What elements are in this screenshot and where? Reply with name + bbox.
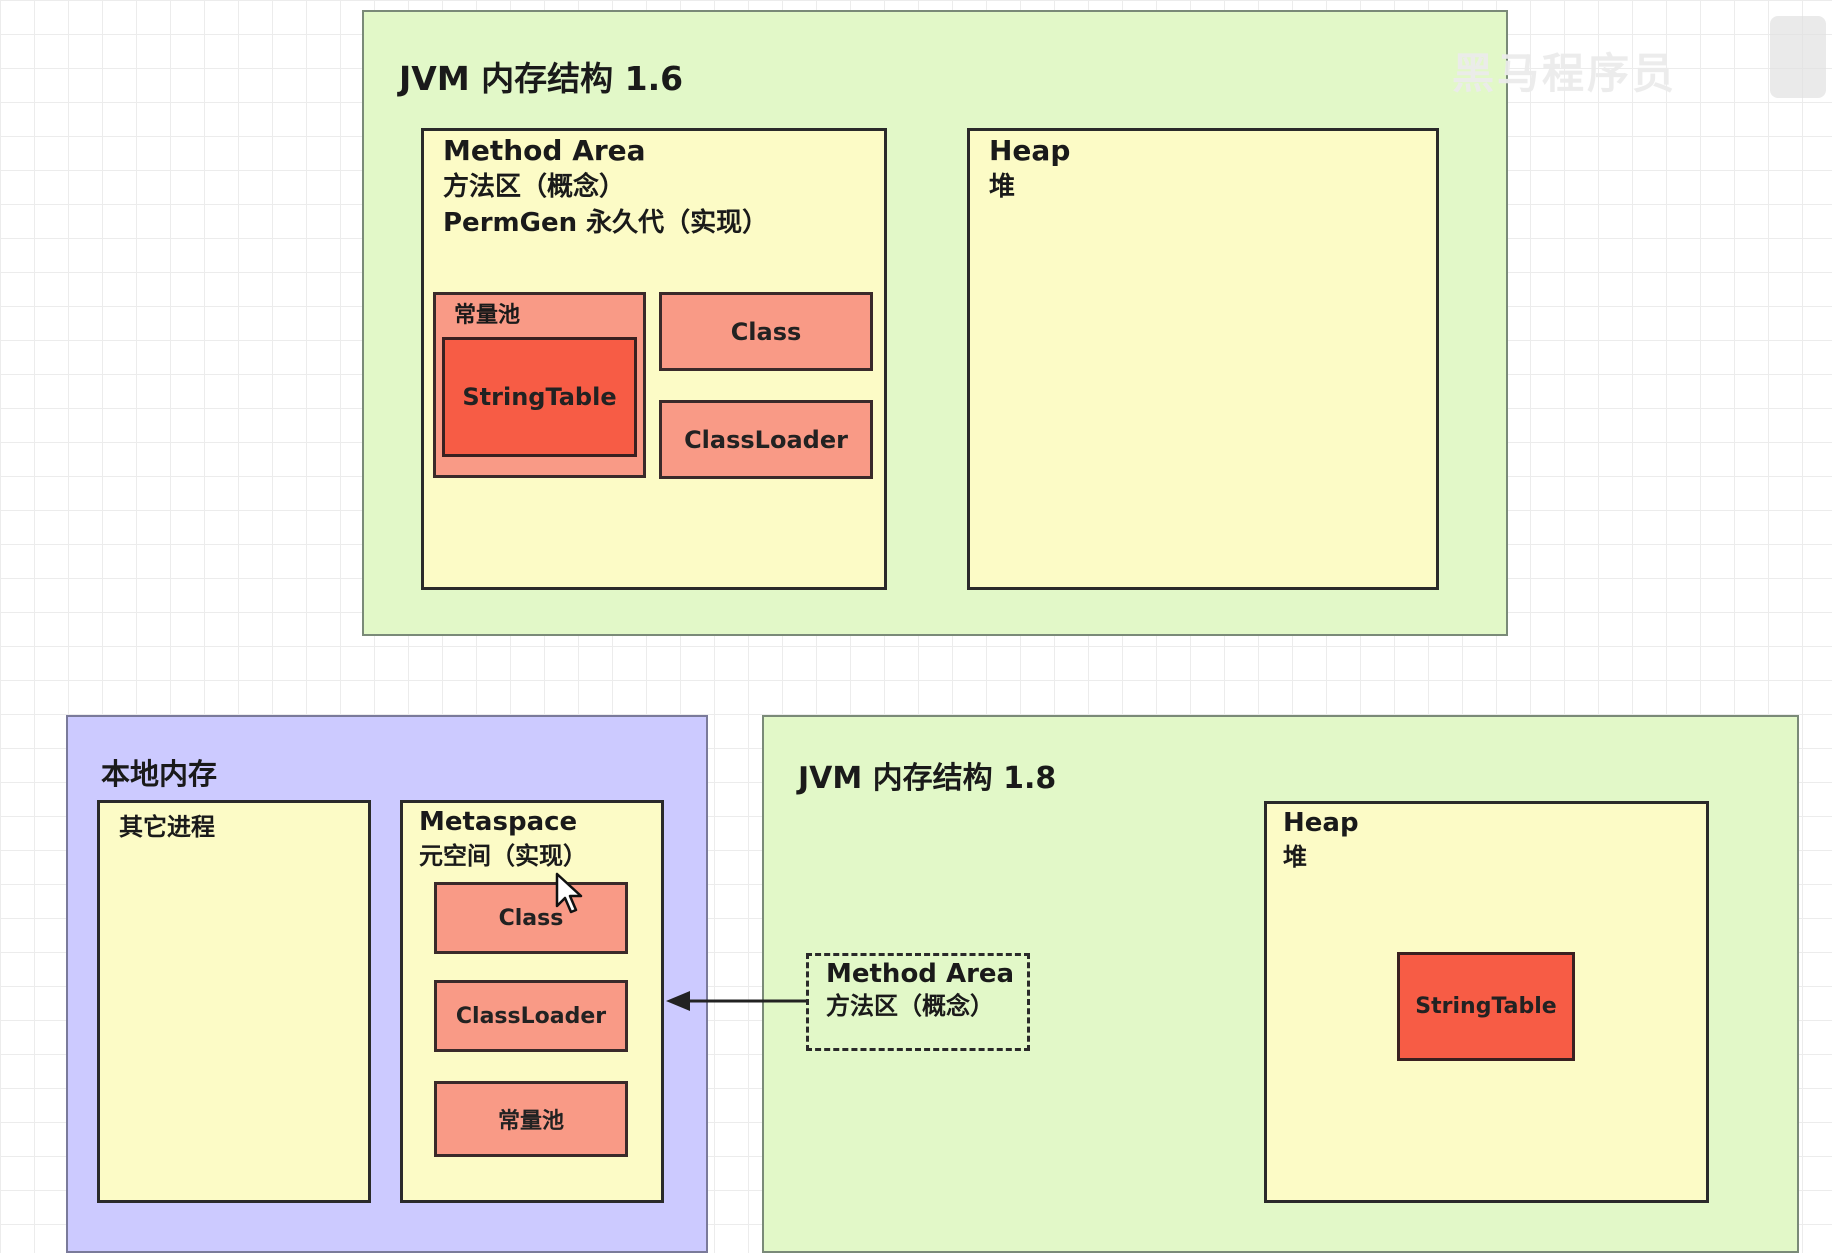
metaspace-class-label: Class: [498, 905, 564, 931]
mouse-cursor-icon: [555, 872, 583, 914]
jvm16-string-table: StringTable: [442, 337, 637, 457]
metaspace-impl-label: 元空间（实现）: [419, 842, 587, 870]
metaspace-classloader-label: ClassLoader: [455, 1003, 607, 1029]
jvm16-permgen-label: PermGen 永久代（实现）: [443, 208, 769, 238]
jvm16-classloader-box: ClassLoader: [659, 400, 873, 479]
metaspace-constant-pool-box: 常量池: [434, 1081, 628, 1157]
jvm16-class-label: Class: [730, 317, 802, 346]
watermark-logo: 黑马程序员: [1452, 49, 1678, 98]
jvm18-title: JVM 内存结构 1.8: [798, 761, 1057, 796]
jvm16-string-table-label: StringTable: [462, 383, 617, 411]
jvm16-heap-label: Heap: [989, 134, 1071, 167]
other-process-region: 其它进程: [97, 800, 371, 1203]
jvm16-constant-pool-label: 常量池: [454, 303, 521, 328]
jvm16-method-area-concept: 方法区（概念）: [443, 172, 626, 202]
watermark-b-logo: [1770, 16, 1826, 98]
jvm18-string-table: StringTable: [1397, 952, 1575, 1061]
implementation-arrow: [666, 991, 806, 1011]
jvm18-heap-label: Heap: [1283, 808, 1359, 838]
native-memory-title: 本地内存: [101, 757, 218, 791]
jvm18-string-table-label: StringTable: [1415, 994, 1557, 1019]
jvm16-class-box: Class: [659, 292, 873, 371]
other-process-label: 其它进程: [119, 813, 215, 841]
jvm18-heap-cn-label: 堆: [1283, 843, 1307, 871]
metaspace-class-box: Class: [434, 882, 628, 954]
jvm18-method-area-label: Method Area: [826, 959, 1015, 989]
metaspace-label: Metaspace: [419, 807, 578, 837]
jvm16-method-area-label: Method Area: [443, 134, 646, 167]
jvm16-heap-cn-label: 堆: [989, 172, 1016, 202]
metaspace-constant-pool-label: 常量池: [497, 1109, 564, 1134]
metaspace-classloader-box: ClassLoader: [434, 980, 628, 1052]
jvm16-classloader-label: ClassLoader: [684, 425, 848, 454]
jvm18-method-area: Method Area 方法区（概念）: [806, 953, 1030, 1051]
jvm18-method-area-concept: 方法区（概念）: [826, 992, 994, 1020]
jvm16-title: JVM 内存结构 1.6: [399, 59, 684, 98]
jvm16-heap: Heap 堆: [967, 128, 1439, 590]
